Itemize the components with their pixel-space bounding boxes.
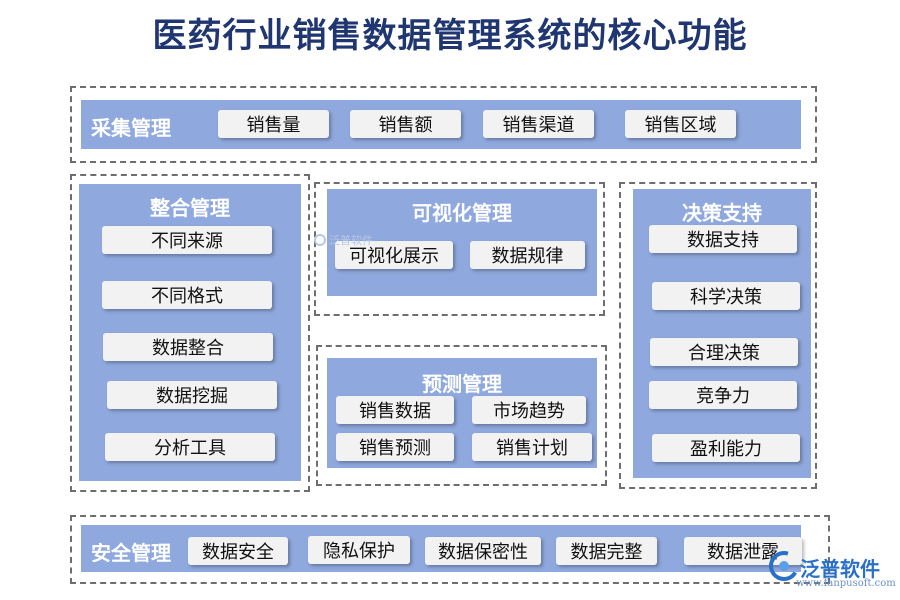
watermark-text: 泛普软件	[329, 234, 373, 247]
decision-item-data-support: 数据支持	[649, 225, 797, 253]
security-item-integrity: 数据完整	[556, 537, 657, 565]
forecast-item-sales-forecast: 销售预测	[336, 433, 454, 461]
decision-title: 决策支持	[682, 201, 762, 225]
brand-url: www.fanpusoft.com	[796, 578, 896, 589]
decision-item-competitiveness: 竞争力	[649, 381, 797, 409]
collect-item-sales-amount: 销售额	[350, 110, 461, 138]
forecast-item-sales-plan: 销售计划	[472, 433, 592, 461]
security-title: 安全管理	[91, 541, 171, 565]
security-item-data-security: 数据安全	[188, 537, 288, 565]
page-title: 医药行业销售数据管理系统的核心功能	[152, 16, 748, 56]
visual-title: 可视化管理	[412, 201, 512, 225]
collect-item-sales-region: 销售区域	[625, 110, 736, 138]
security-item-privacy: 隐私保护	[308, 536, 410, 564]
decision-item-rational-decision: 合理决策	[650, 338, 798, 366]
integrate-item-data-mining: 数据挖掘	[107, 381, 277, 409]
visual-item-display: 可视化展示	[335, 241, 453, 269]
forecast-item-sales-data: 销售数据	[336, 396, 454, 424]
collect-title: 采集管理	[91, 116, 171, 140]
watermark: 泛普软件	[314, 232, 373, 248]
forecast-item-market-trend: 市场趋势	[472, 396, 586, 424]
visual-item-patterns: 数据规律	[470, 241, 585, 269]
integrate-item-different-sources: 不同来源	[102, 226, 272, 254]
watermark-logo-icon	[314, 234, 326, 246]
integrate-item-different-formats: 不同格式	[102, 281, 272, 309]
integrate-item-analysis-tools: 分析工具	[105, 433, 275, 461]
brand-logo-icon	[769, 551, 799, 581]
integrate-item-data-integration: 数据整合	[103, 333, 273, 361]
security-item-confidentiality: 数据保密性	[425, 537, 541, 565]
integrate-title: 整合管理	[150, 196, 230, 220]
decision-item-scientific-decision: 科学决策	[652, 282, 800, 310]
collect-item-sales-volume: 销售量	[218, 110, 329, 138]
brand-name: 泛普软件	[800, 557, 880, 581]
decision-item-profitability: 盈利能力	[652, 434, 800, 462]
security-item-leakage: 数据泄露	[684, 537, 802, 565]
forecast-title: 预测管理	[422, 372, 502, 396]
collect-item-sales-channel: 销售渠道	[483, 110, 594, 138]
